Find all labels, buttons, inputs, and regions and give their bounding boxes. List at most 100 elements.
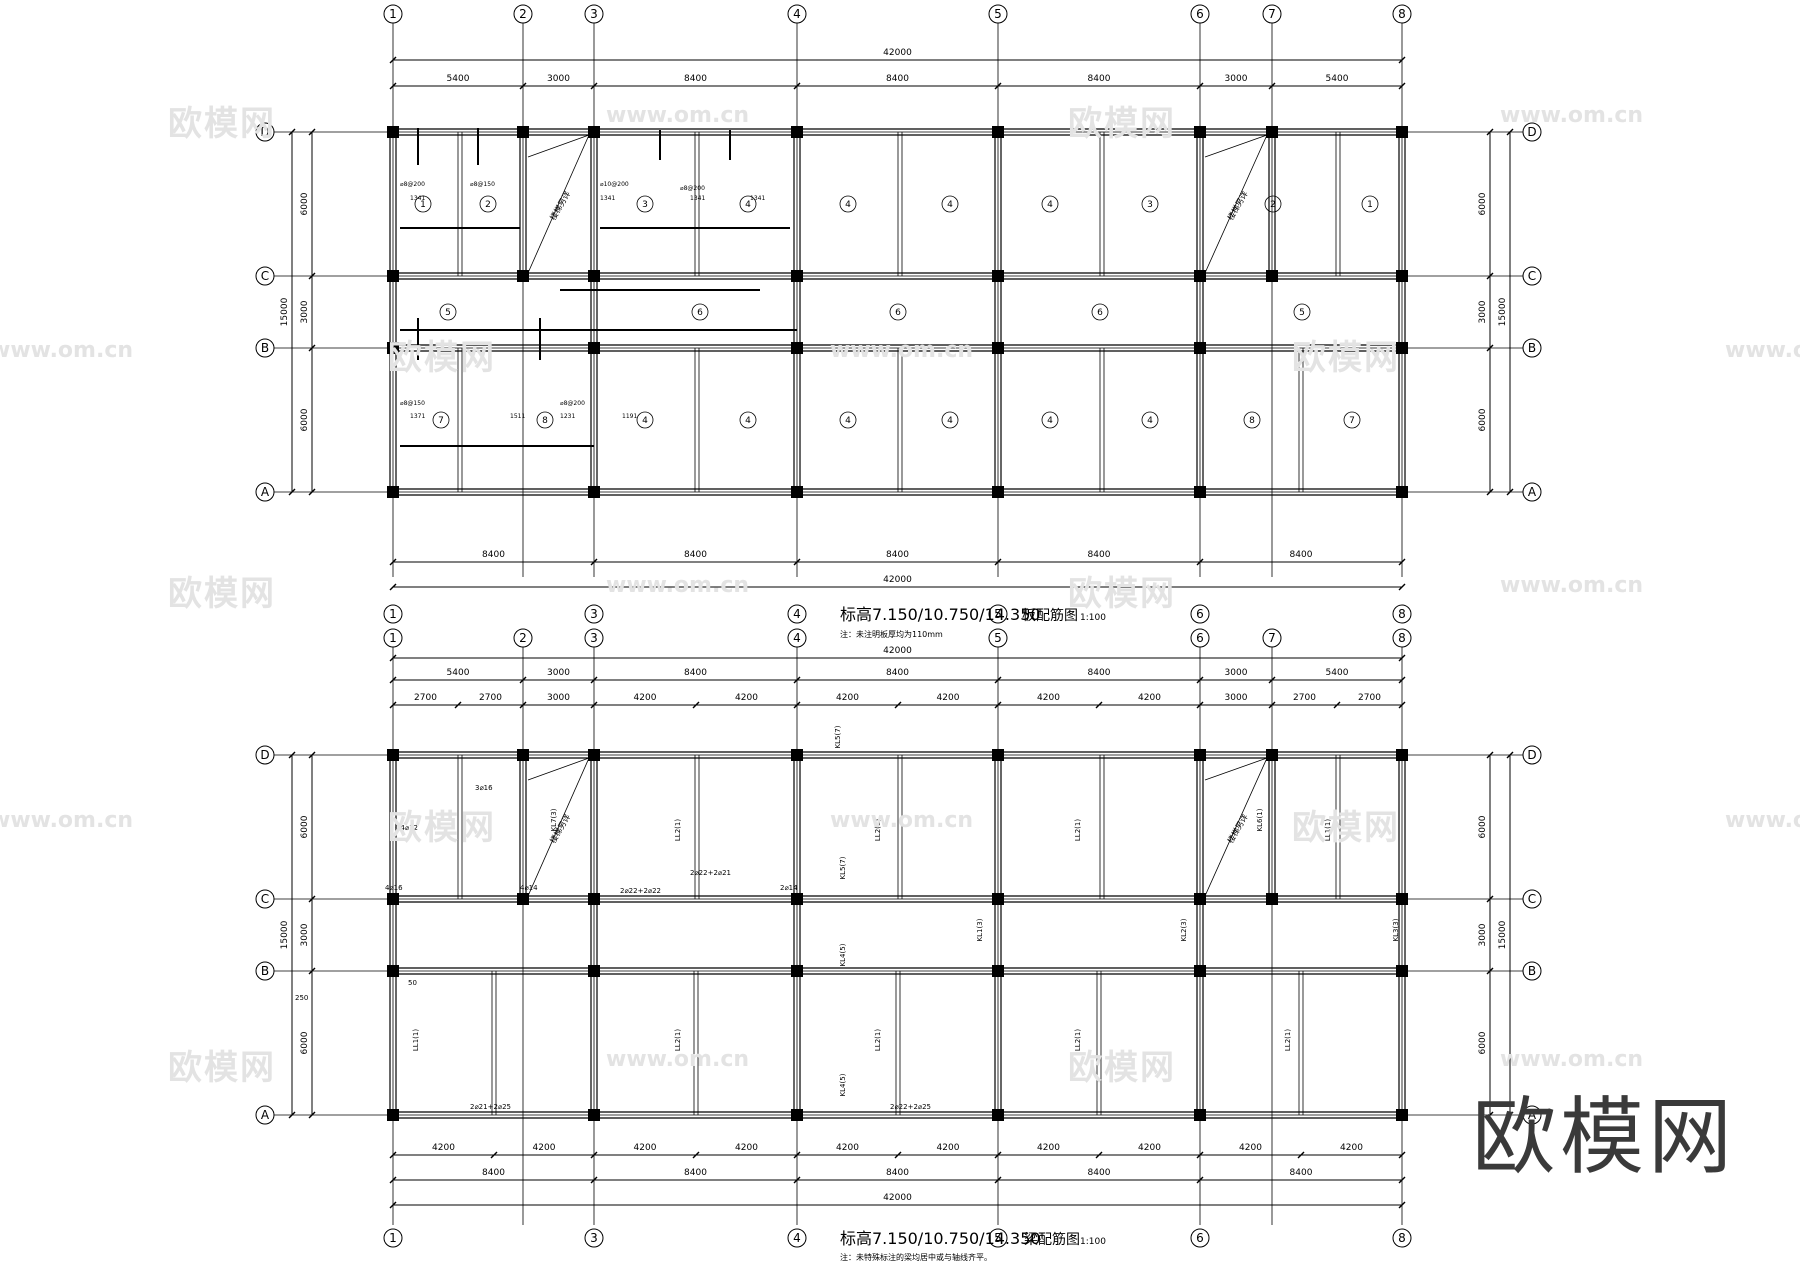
axis-bubble-col-1: [383, 604, 403, 624]
column: [1396, 749, 1408, 761]
dim-subbays-top-value: 2700: [479, 693, 502, 703]
panel-id-label: 4: [947, 416, 953, 426]
dim-bays-top-tick: [590, 676, 598, 684]
dim-halfbays-bottom-tick: [389, 1151, 397, 1159]
dim-bays-top-value: 3000: [547, 668, 570, 678]
axis-bubble-row-A-label: A: [1528, 1108, 1537, 1122]
dim-halfbays-bottom-tick: [1095, 1151, 1103, 1159]
plan2-scale: 1:100: [1080, 1237, 1106, 1247]
stair-label: 楼梯另详: [1225, 189, 1250, 222]
dim-halfbays-bottom-tick: [894, 1151, 902, 1159]
dim-halfbays-bottom-value: 4200: [836, 1143, 859, 1153]
dim-bays-bottom-value: 8400: [482, 550, 505, 560]
column: [1396, 893, 1408, 905]
dim-total-bottom-tick: [1398, 1201, 1406, 1209]
axis-bubble-row-A-label: A: [1528, 485, 1537, 499]
dim-subbays-top-tick: [454, 701, 462, 709]
beam-label: KL1(3): [976, 918, 984, 941]
dim-subbays-top-tick: [1333, 701, 1341, 709]
column: [588, 126, 600, 138]
dim-bays-bottom-tick: [389, 558, 397, 566]
dim-rows-right-tick: [1486, 272, 1494, 280]
bar-note: 2⌀22+2⌀22: [620, 887, 661, 895]
column: [992, 270, 1004, 282]
dim-subbays-top-tick: [994, 701, 1002, 709]
dim-halfbays-bottom-value: 4200: [735, 1143, 758, 1153]
panel-id-label: 2: [1270, 200, 1276, 210]
dim-subbays-top-value: 4200: [836, 693, 859, 703]
beam-label: LL2(1): [674, 819, 682, 841]
dim-bays-top-tick: [793, 676, 801, 684]
dim-bays-top-tick: [1268, 82, 1276, 90]
panel-id: [1361, 195, 1379, 213]
column: [1194, 486, 1206, 498]
column: [1396, 965, 1408, 977]
dim-subbays-top-tick: [1268, 701, 1276, 709]
axis-bubble-row-B-label: B: [1528, 964, 1536, 978]
column: [1194, 1109, 1206, 1121]
dim-halfbays-bottom-tick: [692, 1151, 700, 1159]
dim-subbays-top-tick: [894, 701, 902, 709]
column: [1194, 270, 1206, 282]
bar-note: 2⌀21+2⌀25: [470, 1103, 511, 1111]
dim-rows-right-value: 6000: [1478, 408, 1488, 431]
dim-rows-left-tick: [308, 272, 316, 280]
axis-bubble-col-1-label: 1: [389, 607, 397, 621]
axis-bubble-col-3: [584, 1228, 604, 1248]
dim-rows-left-tick: [308, 967, 316, 975]
panel-id: [479, 195, 497, 213]
axis-bubble-row-D-label: D: [260, 748, 269, 762]
panel-id-label: 4: [745, 200, 751, 210]
panel-id-label: 5: [1299, 308, 1305, 318]
column: [791, 270, 803, 282]
column: [1194, 342, 1206, 354]
axis-bubble-col-7-label: 7: [1268, 631, 1276, 645]
dim-total-top-tick: [1398, 654, 1406, 662]
axis-bubble-row-D-label: D: [260, 125, 269, 139]
column: [588, 270, 600, 282]
panel-id-label: 6: [697, 308, 703, 318]
dim-rows-left-value: 6000: [300, 408, 310, 431]
column: [791, 749, 803, 761]
dim-subbays-top-value: 2700: [414, 693, 437, 703]
column: [1194, 965, 1206, 977]
panel-id: [941, 195, 959, 213]
column: [517, 270, 529, 282]
dim-total-top-tick: [389, 654, 397, 662]
axis-bubble-row-A-label: A: [261, 485, 270, 499]
dim-bays-bottom-value: 8400: [886, 1168, 909, 1178]
panel-id: [636, 411, 654, 429]
column: [588, 893, 600, 905]
panel-id: [439, 303, 457, 321]
bar-note: 50: [408, 979, 417, 987]
dim-bays-top-value: 8400: [684, 668, 707, 678]
dim-bays-bottom-tick: [590, 558, 598, 566]
panel-id: [1041, 195, 1059, 213]
axis-bubble-col-1-label: 1: [389, 1231, 397, 1245]
panel-id: [839, 195, 857, 213]
dim-bays-top-value: 5400: [1326, 668, 1349, 678]
axis-bubble-col-2-label: 2: [519, 7, 527, 21]
panel-id: [1293, 303, 1311, 321]
axis-bubble-col-5-label: 5: [994, 1231, 1002, 1245]
beam-label: KL4(5): [839, 943, 847, 966]
axis-bubble-col-8: [1392, 604, 1412, 624]
column: [1194, 893, 1206, 905]
dim-rows-left-tick: [308, 1111, 316, 1119]
dim-total-bottom-value: 42000: [883, 575, 912, 585]
axis-bubble-col-1-label: 1: [389, 7, 397, 21]
dim-bays-top-value: 5400: [1326, 74, 1349, 84]
axis-bubble-col-6-label: 6: [1196, 1231, 1204, 1245]
dim-depth-right-tick: [1506, 488, 1514, 496]
plan1-note: 注：未注明板厚均为110mm: [840, 629, 943, 639]
dim-rows-left-tick: [308, 344, 316, 352]
dim-subbays-top-value: 2700: [1358, 693, 1381, 703]
rebar-length: 1341: [750, 195, 765, 202]
dim-rows-right-tick: [1486, 1111, 1494, 1119]
panel-id: [691, 303, 709, 321]
dim-bays-top-tick: [994, 82, 1002, 90]
axis-bubble-col-3-label: 3: [590, 7, 598, 21]
column: [992, 126, 1004, 138]
column: [387, 126, 399, 138]
